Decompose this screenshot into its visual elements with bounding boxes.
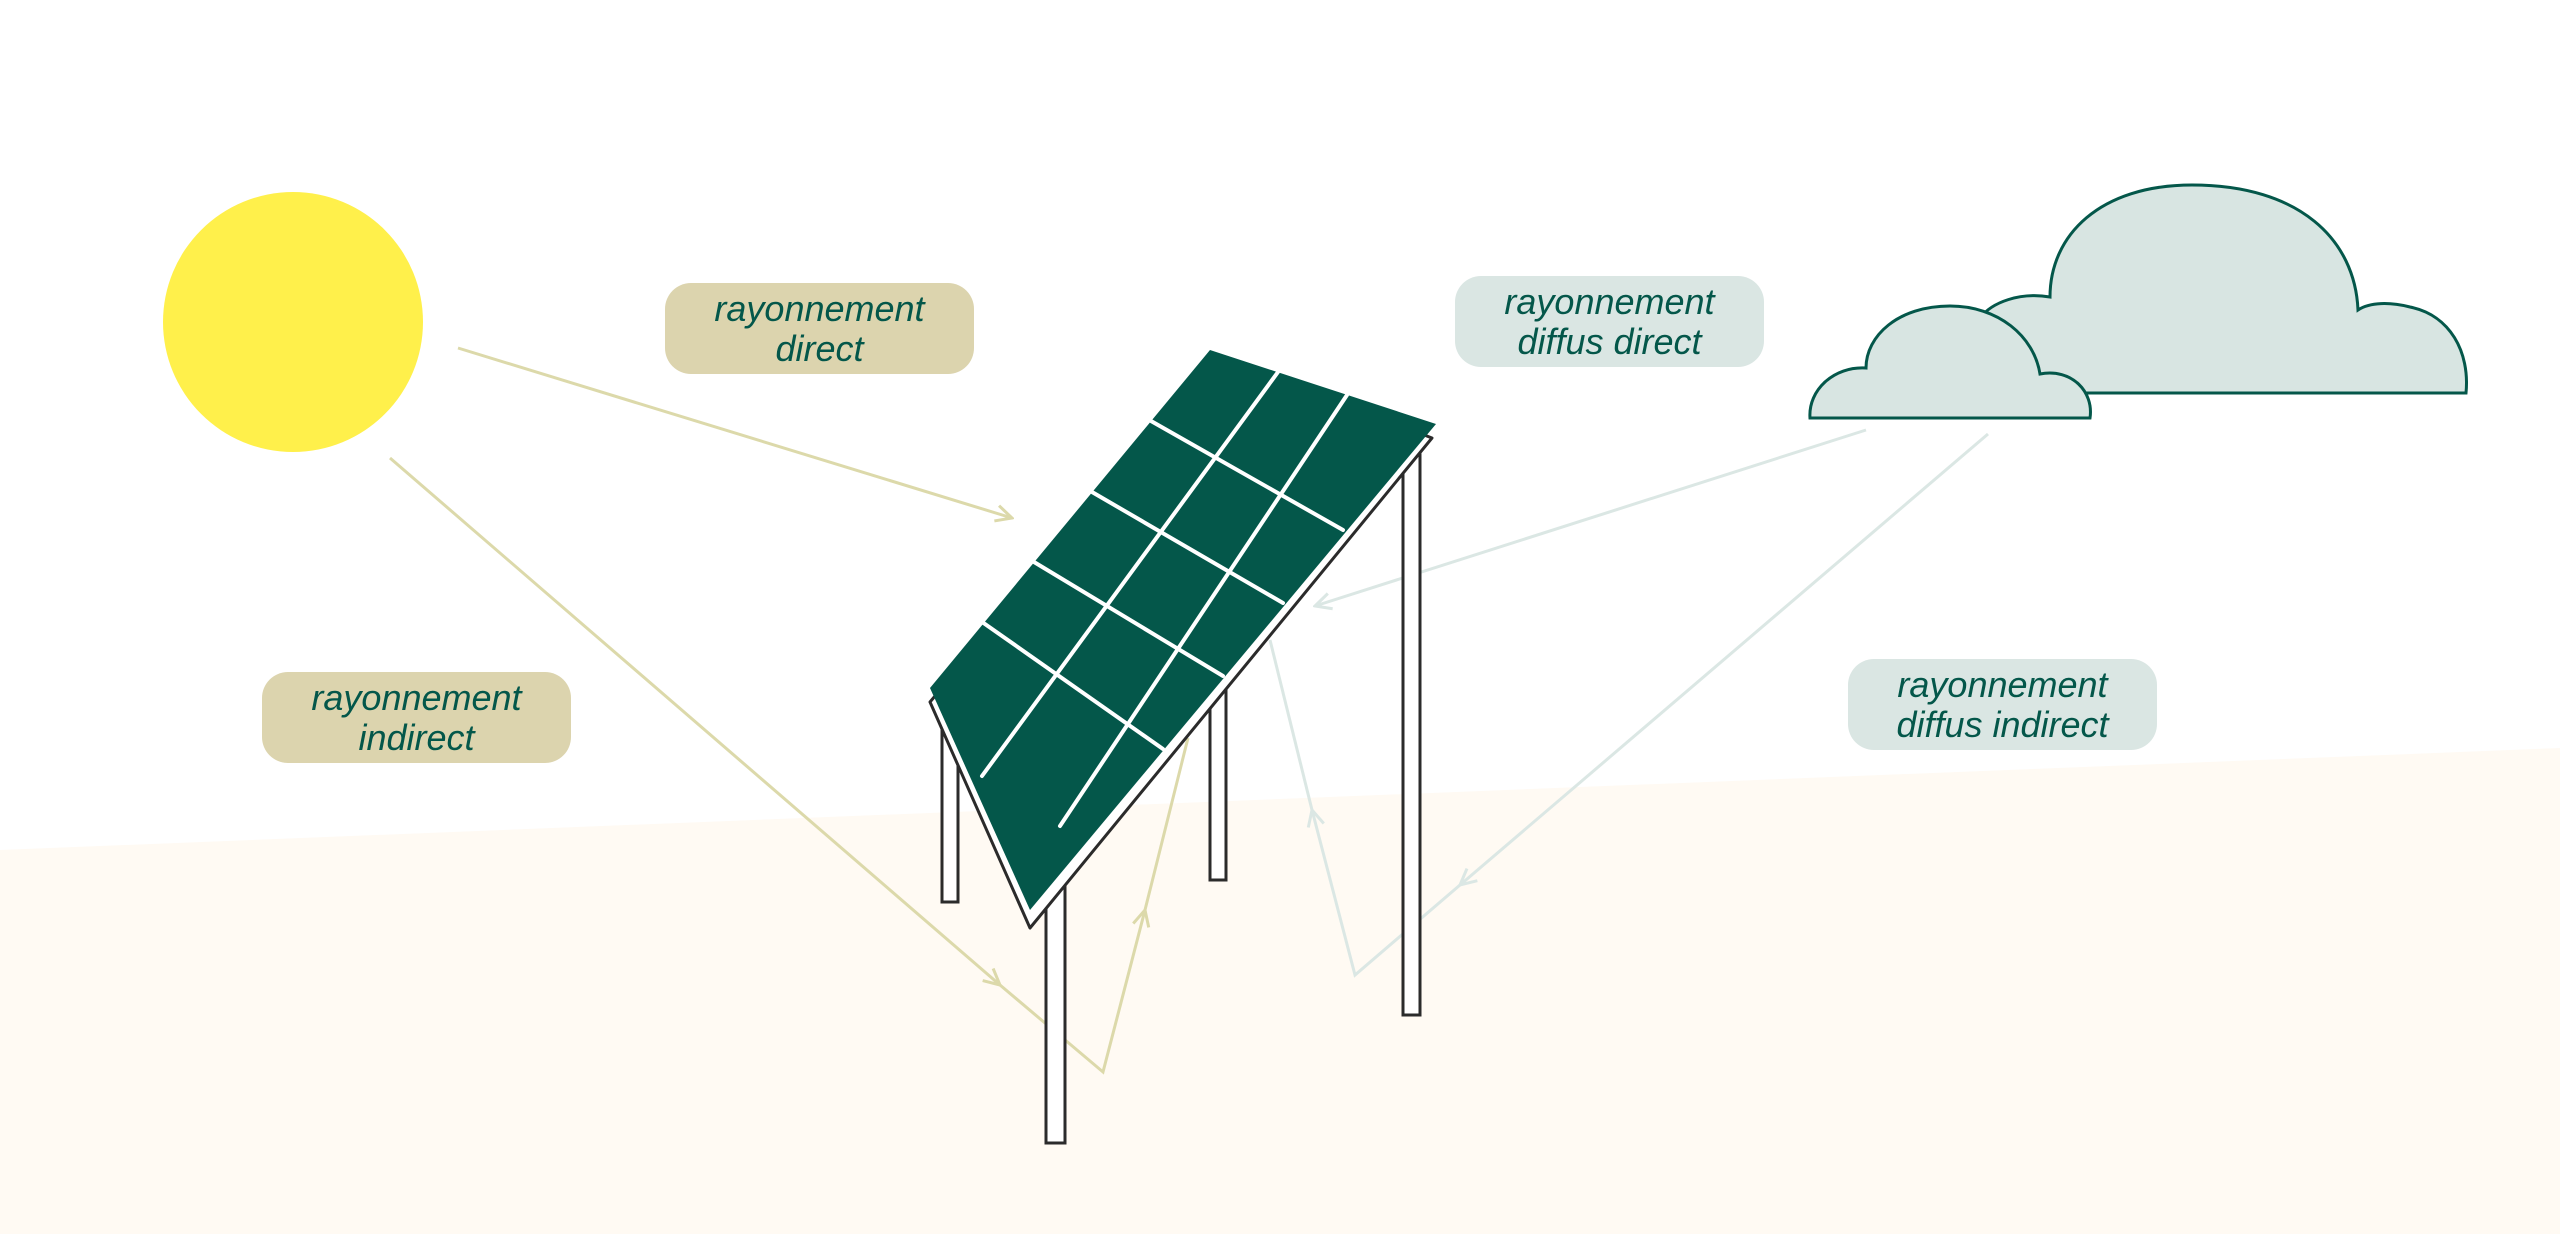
ground (0, 748, 2560, 1234)
label-direct-line2: direct (775, 327, 864, 369)
label-diffuse-direct: rayonnement diffus direct (1455, 276, 1764, 367)
ray-indirect (389, 456, 1190, 1075)
solar-panel (930, 350, 1436, 910)
label-diffuse-indirect: rayonnement diffus indirect (1848, 659, 2157, 750)
cloud-large (1978, 183, 2469, 395)
label-diffuse-indirect-line2: diffus indirect (1896, 703, 2109, 745)
ray-diffuse-indirect (1268, 432, 1989, 978)
label-diffuse-direct-line2: diffus direct (1517, 320, 1702, 362)
cloud-small (1808, 304, 2092, 420)
label-direct: rayonnement direct (665, 283, 974, 374)
label-diffuse-indirect-line1: rayonnement (1897, 663, 2108, 705)
label-indirect-line1: rayonnement (311, 676, 522, 718)
panel-grid (973, 370, 1349, 828)
ray-direct (457, 346, 1012, 518)
label-indirect-line2: indirect (358, 716, 475, 758)
label-direct-line1: rayonnement (714, 287, 925, 329)
sun (163, 192, 423, 452)
label-diffuse-direct-line1: rayonnement (1504, 280, 1715, 322)
label-indirect: rayonnement indirect (262, 672, 571, 763)
